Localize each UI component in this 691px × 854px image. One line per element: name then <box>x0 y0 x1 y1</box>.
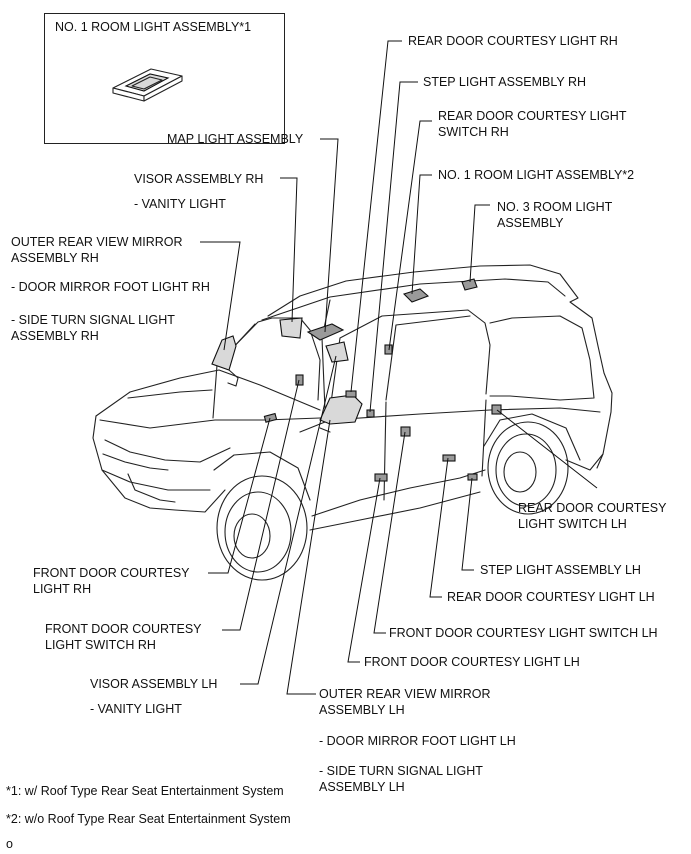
inset-box: NO. 1 ROOM LIGHT ASSEMBLY*1 <box>44 13 285 144</box>
label-vanity-light-rh: - VANITY LIGHT <box>134 197 226 211</box>
outer-mirror-lh-part <box>319 394 363 425</box>
inset-title: NO. 1 ROOM LIGHT ASSEMBLY*1 <box>55 20 252 34</box>
leader-lines <box>200 40 598 695</box>
label-front-door-courtesy-light-switch-lh: FRONT DOOR COURTESY LIGHT SWITCH LH <box>389 626 658 640</box>
label-side-turn-signal-light-lh: - SIDE TURN SIGNAL LIGHT ASSEMBLY LH <box>319 764 483 794</box>
label-front-door-courtesy-light-rh: FRONT DOOR COURTESY LIGHT RH <box>33 566 190 596</box>
label-rear-door-courtesy-light-lh: REAR DOOR COURTESY LIGHT LH <box>447 590 655 604</box>
parts <box>211 278 502 482</box>
label-outer-rear-view-mirror-lh: OUTER REAR VIEW MIRROR ASSEMBLY LH <box>319 687 491 717</box>
label-rear-door-courtesy-light-rh: REAR DOOR COURTESY LIGHT RH <box>408 34 618 48</box>
inset-room-light-illustration <box>112 68 183 102</box>
label-front-door-courtesy-light-switch-rh: FRONT DOOR COURTESY LIGHT SWITCH RH <box>45 622 202 652</box>
label-vanity-light-lh: - VANITY LIGHT <box>90 702 182 716</box>
outer-mirror-rh-part <box>211 335 237 371</box>
visor-rh-part <box>279 317 303 339</box>
footnote-1: *1: w/ Roof Type Rear Seat Entertainment… <box>6 784 284 798</box>
footnote-2: *2: w/o Roof Type Rear Seat Entertainmen… <box>6 812 291 826</box>
label-no3-room-light-assembly: NO. 3 ROOM LIGHT ASSEMBLY <box>497 200 613 230</box>
label-outer-rear-view-mirror-rh: OUTER REAR VIEW MIRROR ASSEMBLY RH <box>11 235 183 265</box>
vehicle-body <box>92 264 613 581</box>
label-visor-assembly-rh: VISOR ASSEMBLY RH <box>134 172 264 186</box>
label-door-mirror-foot-light-lh: - DOOR MIRROR FOOT LIGHT LH <box>319 734 516 748</box>
label-door-mirror-foot-light-rh: - DOOR MIRROR FOOT LIGHT RH <box>11 280 210 294</box>
label-front-door-courtesy-light-lh: FRONT DOOR COURTESY LIGHT LH <box>364 655 580 669</box>
label-step-light-assembly-lh: STEP LIGHT ASSEMBLY LH <box>480 563 641 577</box>
label-rear-door-courtesy-light-switch-lh: REAR DOOR COURTESY LIGHT SWITCH LH <box>518 501 667 531</box>
label-rear-door-courtesy-light-switch-rh: REAR DOOR COURTESY LIGHT SWITCH RH <box>438 109 627 139</box>
label-side-turn-signal-light-rh: - SIDE TURN SIGNAL LIGHT ASSEMBLY RH <box>11 313 175 343</box>
figure-mark: o <box>6 837 13 851</box>
label-map-light-assembly: MAP LIGHT ASSEMBLY <box>167 132 304 146</box>
label-step-light-assembly-rh: STEP LIGHT ASSEMBLY RH <box>423 75 587 89</box>
room-light-2-part <box>402 288 430 303</box>
label-visor-assembly-lh: VISOR ASSEMBLY LH <box>90 677 218 691</box>
room-light-3-part <box>461 278 478 291</box>
visor-lh-part <box>325 341 349 363</box>
label-no1-room-light-assembly-2: NO. 1 ROOM LIGHT ASSEMBLY*2 <box>438 168 635 182</box>
